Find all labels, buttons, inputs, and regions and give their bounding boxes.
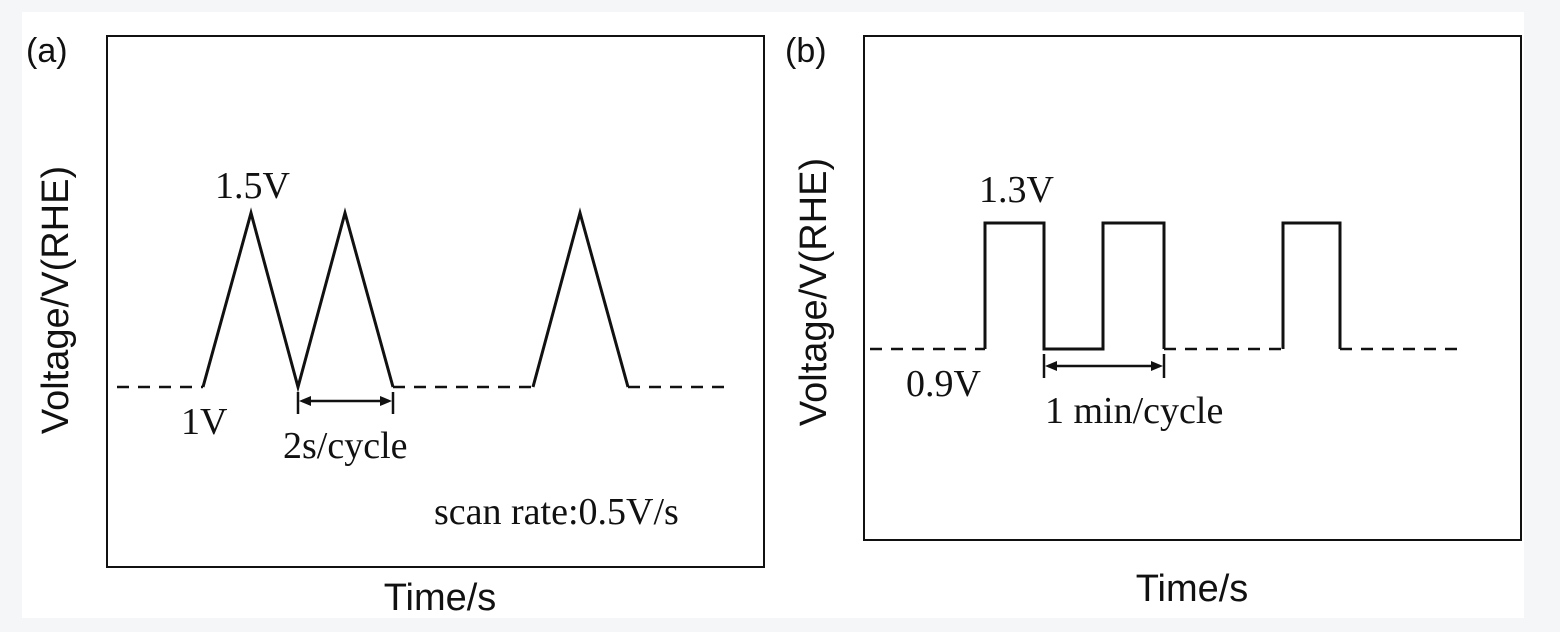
panel-a-scan-rate-note: scan rate:0.5V/s (434, 491, 679, 533)
panel-a: (a) Voltage/V(RHE) Time/s 1.5V 1V 2s/cyc… (26, 32, 765, 619)
panel-a-period-label: 2s/cycle (283, 425, 408, 467)
panel-b-tag: (b) (785, 32, 827, 70)
panel-b-square-wave-late (1281, 221, 1342, 349)
panel-a-tag: (a) (26, 32, 68, 70)
panel-a-cycle-arrowhead-right (380, 396, 392, 406)
panel-b-cycle-arrowhead-right (1151, 361, 1163, 371)
panel-a-triangle-wave-late (531, 207, 630, 388)
panel-a-xlabel: Time/s (384, 577, 497, 619)
panel-a-triangle-wave (201, 207, 395, 393)
panel-a-low-label: 1V (181, 401, 228, 443)
panel-b-low-label: 0.9V (906, 363, 982, 405)
panel-a-cycle-arrowhead-left (299, 396, 311, 406)
panel-b-period-label: 1 min/cycle (1045, 390, 1223, 432)
panel-a-frame (106, 35, 765, 568)
panel-b-ylabel: Voltage/V(RHE) (793, 158, 835, 426)
panel-a-ylabel: Voltage/V(RHE) (35, 166, 77, 434)
panel-b-cycle-arrowhead-left (1045, 361, 1057, 371)
panel-b: (b) Voltage/V(RHE) Time/s 1.3V 0.9V 1 mi… (785, 32, 1522, 610)
panel-b-frame (863, 35, 1522, 541)
panel-a-high-label: 1.5V (215, 165, 291, 207)
panel-b-high-label: 1.3V (979, 169, 1055, 211)
panel-b-square-wave (983, 221, 1166, 351)
panel-b-xlabel: Time/s (1136, 568, 1249, 610)
